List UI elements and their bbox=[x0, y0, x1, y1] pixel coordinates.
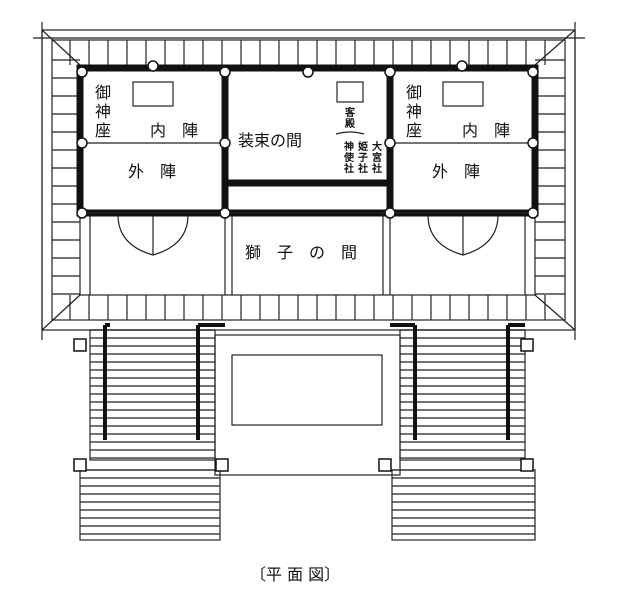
right-inner-sanctum-label: 内 陣 bbox=[462, 121, 510, 140]
left-outer-sanctum-label: 外 陣 bbox=[128, 162, 176, 181]
column bbox=[219, 137, 231, 149]
shrine-label-char: 子 bbox=[358, 152, 368, 164]
lion-room-walls bbox=[79, 212, 536, 296]
guest-hall-label-2: 殿 bbox=[344, 118, 356, 130]
column bbox=[384, 207, 396, 219]
inner-sanctum-walls bbox=[76, 64, 539, 217]
right-shrine-label-3: 座 bbox=[406, 121, 422, 140]
right-outer-sanctum-label: 外 陣 bbox=[432, 162, 480, 181]
left-inner-sanctum-label: 内 陣 bbox=[150, 121, 198, 140]
column bbox=[76, 66, 88, 78]
shrine-label-char: 社 bbox=[357, 162, 368, 175]
column bbox=[76, 137, 88, 149]
staircases bbox=[73, 323, 536, 541]
left-shrine-label-1: 御 bbox=[95, 83, 111, 102]
column bbox=[219, 66, 231, 78]
column bbox=[384, 66, 396, 78]
left-shrine-label-3: 座 bbox=[95, 121, 111, 140]
roof-outline bbox=[33, 22, 585, 340]
column bbox=[147, 60, 159, 72]
shrine-label-char: 神 bbox=[344, 140, 354, 153]
shrine-label-char: 使 bbox=[343, 151, 355, 164]
shrine-label-char: 社 bbox=[343, 162, 354, 175]
guest-hall-label-1: 客 bbox=[344, 106, 356, 119]
shrine-label-char: 大 bbox=[372, 140, 382, 153]
column bbox=[384, 137, 396, 149]
shrine-label-char: 姫 bbox=[358, 140, 368, 153]
column bbox=[527, 207, 539, 219]
column bbox=[527, 66, 539, 78]
right-shrine-label-2: 神 bbox=[406, 102, 422, 121]
costume-room-label: 装束の間 bbox=[238, 131, 302, 150]
shrine-label-char: 社 bbox=[371, 162, 382, 175]
left-shrine-label-2: 神 bbox=[95, 102, 111, 121]
shrine-label-char: 宮 bbox=[372, 151, 382, 164]
column bbox=[76, 207, 88, 219]
column bbox=[456, 60, 468, 72]
column bbox=[302, 66, 314, 78]
column bbox=[527, 137, 539, 149]
caption: 〔平 面 図〕 bbox=[250, 565, 340, 584]
columns bbox=[76, 60, 539, 219]
lion-room-label: 獅 子 の 間 bbox=[245, 243, 357, 262]
right-shrine-label-1: 御 bbox=[406, 83, 422, 102]
column bbox=[219, 207, 231, 219]
